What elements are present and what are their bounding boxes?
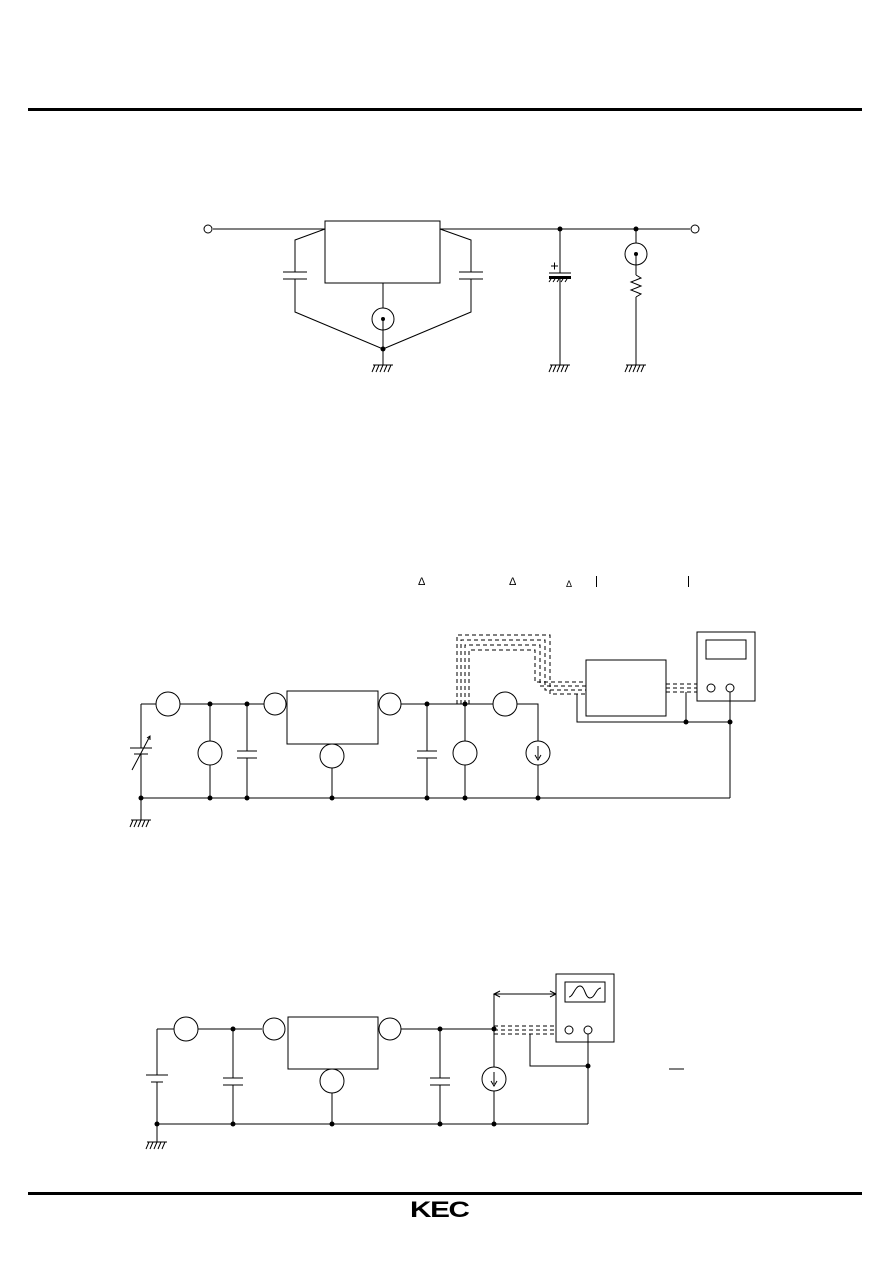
input-ammeter	[155, 691, 181, 717]
ripple-analyzer-box	[585, 659, 667, 717]
ground-ammeter	[319, 743, 345, 769]
abs-bar	[596, 576, 597, 587]
output-voltmeter	[452, 740, 478, 766]
waveform-icon	[568, 985, 602, 999]
ripple-rejection-circuit	[129, 631, 756, 828]
test-circuit-1	[203, 220, 700, 373]
kec-logo: KEC	[410, 1198, 482, 1222]
output-response-circuit	[145, 973, 684, 1150]
input-terminal	[203, 224, 213, 234]
regulator-ic-box	[287, 1016, 379, 1070]
footer-rule	[28, 1192, 862, 1195]
output-ammeter	[492, 691, 518, 717]
delta-symbol: Δ	[509, 576, 517, 588]
abs-bar	[688, 576, 689, 587]
header-rule	[28, 108, 862, 111]
oscilloscope-ground-terminal	[725, 683, 735, 693]
oscilloscope-ground-terminal	[583, 1025, 593, 1035]
kec-logo-text: KEC	[410, 1197, 470, 1222]
input-voltmeter	[197, 740, 223, 766]
regulator-ic-box	[324, 220, 441, 284]
input-node-meter	[262, 1017, 286, 1041]
oscilloscope-input-terminal	[706, 683, 716, 693]
output-terminal	[690, 224, 700, 234]
regulator-ic-box	[286, 690, 379, 745]
ground-ammeter	[319, 1068, 345, 1094]
delta-symbol: Δ	[418, 576, 426, 588]
input-node-meter	[263, 692, 287, 716]
delta-symbol: Δ	[566, 579, 573, 589]
oscilloscope-input-terminal	[564, 1025, 574, 1035]
output-node-meter	[378, 1017, 402, 1041]
electrolytic-capacitor	[549, 276, 571, 279]
output-node-meter	[378, 692, 402, 716]
oscilloscope-screen	[705, 639, 747, 660]
input-ammeter	[173, 1016, 199, 1042]
